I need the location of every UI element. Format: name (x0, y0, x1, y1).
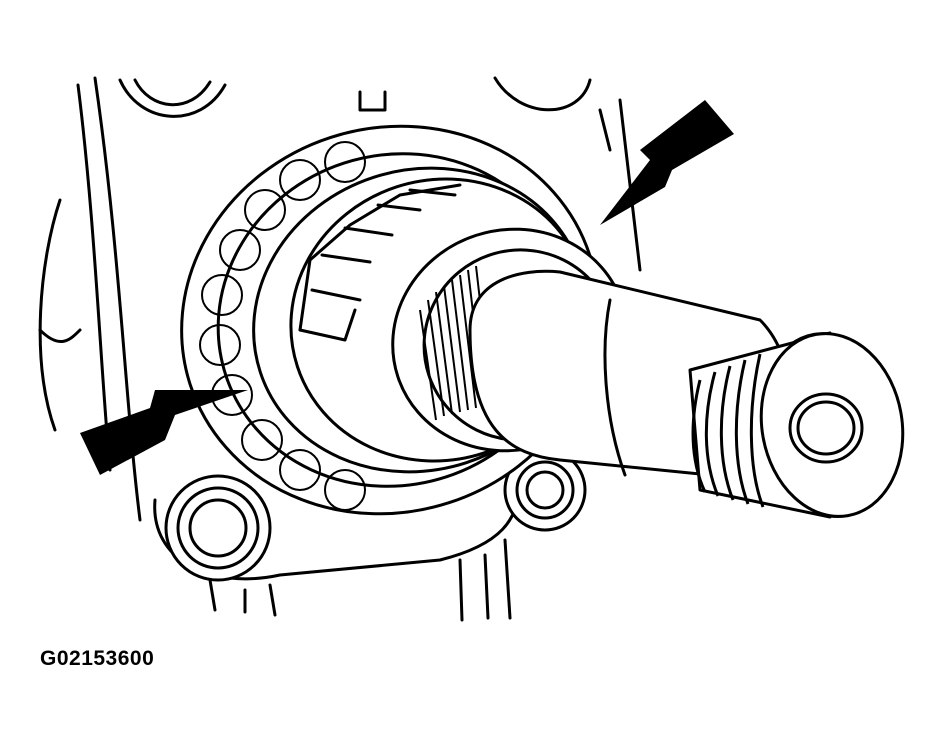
arrow-lower-left (80, 390, 248, 475)
bolt-right (503, 448, 587, 532)
arrow-upper-right (600, 100, 734, 225)
figure-id-label: G02153600 (40, 647, 155, 670)
output-shaft (468, 269, 905, 519)
bolt-left (164, 474, 272, 582)
housing (38, 76, 642, 622)
